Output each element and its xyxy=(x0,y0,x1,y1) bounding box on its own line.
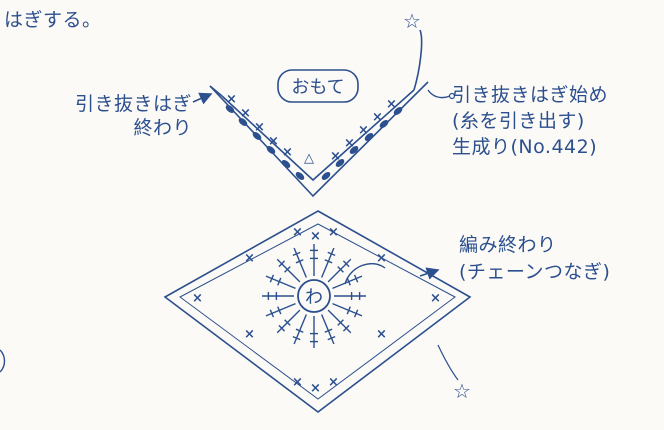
svg-text:×: × xyxy=(192,291,203,306)
svg-text:×: × xyxy=(310,229,321,244)
stitch-crossbar xyxy=(346,277,351,286)
edge-bracket xyxy=(0,349,6,373)
finish-label: 編み終わり (チェーンつなぎ) xyxy=(459,234,611,283)
svg-text:×: × xyxy=(282,145,293,160)
svg-text:×: × xyxy=(328,375,339,390)
stitch-crossbar xyxy=(324,328,333,333)
stitch-ray xyxy=(321,247,335,278)
seam-x-stitches: × × × × × △ × × × × × xyxy=(226,92,397,166)
stitch-ray xyxy=(321,314,335,345)
stitch-crossbar xyxy=(342,324,350,332)
stitch-crossbar xyxy=(278,260,286,268)
svg-text:×: × xyxy=(430,291,441,306)
stitch-ray xyxy=(327,258,352,283)
stitch-ray xyxy=(276,258,301,283)
join-start-pointer xyxy=(427,89,451,99)
svg-text:△: △ xyxy=(304,151,314,166)
svg-text:×: × xyxy=(226,92,237,107)
stitch-crossbar xyxy=(292,335,301,341)
svg-text:×: × xyxy=(268,134,279,149)
join-start-label: 引き抜きはぎ始め (糸を引き出す) 生成り(No.442) xyxy=(452,84,609,159)
svg-text:×: × xyxy=(244,251,255,266)
motif-stitch-rays xyxy=(262,244,366,348)
motif-outer-edge xyxy=(163,210,472,414)
join-end-arrow xyxy=(192,92,213,105)
stitch-crossbar xyxy=(342,260,350,268)
stitch-crossbar xyxy=(327,251,336,257)
stitch-crossbar xyxy=(353,274,359,283)
stitch-crossbar xyxy=(324,259,333,264)
svg-text:×: × xyxy=(386,97,397,112)
stitch-crossbar xyxy=(269,309,275,318)
stitch-ray xyxy=(276,309,301,334)
svg-text:×: × xyxy=(254,120,265,135)
star-mark-top: ☆ xyxy=(403,9,421,33)
stitch-crossbar xyxy=(277,306,282,315)
svg-text:×: × xyxy=(330,149,341,164)
stitch-crossbar xyxy=(284,266,291,273)
center-ring-label: わ xyxy=(305,287,323,308)
svg-text:×: × xyxy=(358,123,369,138)
stitch-crossbar xyxy=(337,266,344,273)
stitch-crossbar xyxy=(269,274,275,283)
svg-text:×: × xyxy=(240,106,251,121)
motif-inner-edge xyxy=(179,223,456,400)
stitch-crossbar xyxy=(327,335,336,341)
svg-text:×: × xyxy=(328,225,339,240)
stitch-crossbar xyxy=(277,277,282,286)
diamond-motif xyxy=(163,210,472,414)
stitch-crossbar xyxy=(346,306,351,315)
motif-corner-stitches: × × × × × × × × × × × × xyxy=(192,225,441,396)
stitch-ray xyxy=(265,275,296,289)
intro-text: はぎする。 xyxy=(4,9,102,31)
stitch-ray xyxy=(293,314,307,345)
stitch-crossbar xyxy=(292,251,301,257)
star-mark-bottom: ☆ xyxy=(453,379,471,403)
right-side-text: おもて xyxy=(291,77,344,98)
svg-text:×: × xyxy=(244,327,255,342)
svg-text:×: × xyxy=(292,225,303,240)
svg-text:×: × xyxy=(292,375,303,390)
seam-left-cap xyxy=(209,85,223,97)
stitch-ray xyxy=(332,303,363,317)
svg-text:×: × xyxy=(376,327,387,342)
seam-yarn-line xyxy=(413,29,423,91)
stitch-crossbar xyxy=(284,319,291,326)
stitch-ray xyxy=(265,303,296,317)
right-side-bubble xyxy=(277,69,359,103)
finish-arrow xyxy=(419,267,440,280)
stitch-crossbar xyxy=(337,319,344,326)
join-end-label: 引き抜きはぎ 終わり xyxy=(74,93,192,140)
seam-inner-line xyxy=(221,89,415,182)
stitch-crossbar xyxy=(278,324,286,332)
stitch-ray xyxy=(293,247,307,278)
svg-text:×: × xyxy=(344,136,355,151)
center-ring xyxy=(297,279,331,313)
stitch-crossbar xyxy=(353,309,359,318)
svg-text:×: × xyxy=(372,110,383,125)
stitch-crossbar xyxy=(295,259,304,264)
seam-stitch-row xyxy=(225,105,403,180)
stitch-crossbar xyxy=(295,328,304,333)
svg-text:×: × xyxy=(310,381,321,396)
stitch-ray xyxy=(327,309,352,334)
svg-text:×: × xyxy=(376,251,387,266)
stitch-ray xyxy=(332,275,363,289)
